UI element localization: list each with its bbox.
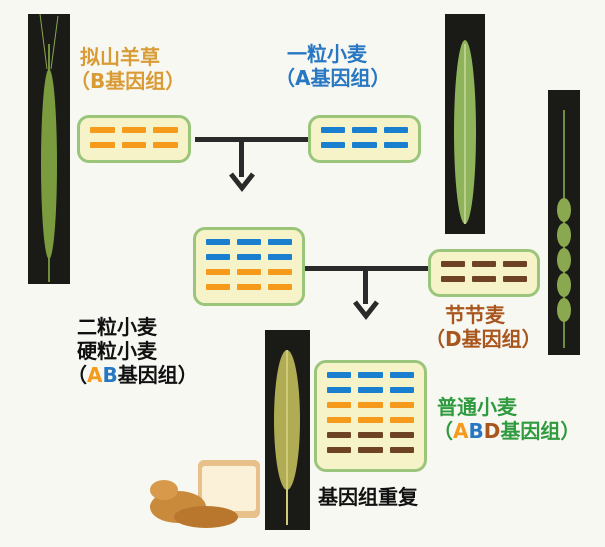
genome-b-letter: B: [468, 419, 484, 443]
wheat-ear-icon: [39, 13, 59, 282]
genome-box-ab: [193, 227, 305, 306]
chromosome-bar-b: [237, 284, 261, 290]
chromosome-bar-d: [327, 447, 352, 453]
chromosome-bar-b: [121, 142, 147, 148]
chromosome-bar-a: [237, 254, 261, 260]
chromosome-bar-a: [358, 372, 383, 378]
photo-abd-wheat: [265, 330, 310, 530]
caption-genome-duplication: 基因组重复: [318, 485, 418, 509]
chromosome-bar-b: [268, 284, 292, 290]
label-a-species: 一粒小麦 （A基因组）: [275, 42, 390, 90]
chromosome-bar-d: [503, 261, 527, 267]
chromosome-bar-a: [206, 254, 230, 260]
chromosome-bar-b: [153, 127, 178, 133]
chromosome-bar-d: [472, 261, 496, 267]
genome-label: （A基因组）: [275, 66, 391, 90]
chromosome-bar-a: [383, 127, 408, 133]
chromosome-bar-a: [358, 387, 383, 393]
species-name: 普通小麦: [437, 395, 517, 419]
chromosome-bar-a: [389, 372, 414, 378]
chromosome-bar-a: [327, 372, 352, 378]
wheat-ear-icon: [557, 110, 571, 348]
species-name: 节节麦: [445, 303, 505, 327]
label-abd-species: 普通小麦 （ABD基因组）: [433, 395, 580, 443]
bread-icon: [150, 460, 260, 528]
chromosome-bar-b: [121, 127, 147, 133]
genome-label: （ABD基因组）: [433, 419, 580, 443]
chromosome-bar-b: [90, 127, 115, 133]
chromosome-bar-a: [321, 127, 346, 133]
chromosome-bar-a: [321, 142, 346, 148]
chromosome-bar-d: [389, 447, 414, 453]
chromosome-bar-b: [358, 402, 383, 408]
stem-top: [239, 139, 244, 177]
chromosome-bar-d: [472, 276, 496, 282]
chromosome-bar-b: [358, 417, 383, 423]
chromosome-bar-b: [327, 402, 352, 408]
genome-b-letter: B: [102, 363, 118, 387]
label-b-species: 拟山羊草 （B基因组）: [70, 45, 185, 93]
genome-d-letter: D: [483, 419, 501, 443]
chromosome-bar-b: [237, 269, 261, 275]
cross-line-top: [195, 137, 308, 142]
chromosome-bar-b: [327, 417, 352, 423]
chromosome-bar-d: [503, 276, 527, 282]
chromosome-bar-d: [441, 276, 465, 282]
chromosome-bar-a: [268, 239, 292, 245]
chromosome-bar-b: [206, 284, 230, 290]
label-ab-species: 二粒小麦 硬粒小麦 （AB基因组）: [67, 315, 198, 387]
chromosome-bar-b: [389, 402, 414, 408]
paren: （: [67, 363, 87, 387]
chromosome-bar-a: [389, 387, 414, 393]
genome-label: （AB基因组）: [67, 363, 198, 387]
label-d-species: 节节麦 （D基因组）: [425, 303, 542, 351]
species-name: 拟山羊草: [80, 45, 160, 69]
genome-box-a: [308, 115, 421, 163]
genome-label: （D基因组）: [425, 327, 542, 351]
arrow-down-icon: [229, 172, 255, 193]
genome-rest: 基因组）: [500, 419, 581, 443]
chromosome-bar-d: [358, 432, 383, 438]
genome-a-letter: A: [453, 419, 469, 443]
species-name-1: 二粒小麦: [77, 315, 157, 339]
chromosome-bar-b: [90, 142, 115, 148]
photo-a-wheat: [445, 14, 485, 234]
chromosome-bar-b: [268, 269, 292, 275]
chromosome-bar-a: [206, 239, 230, 245]
genome-box-b: [77, 115, 191, 163]
chromosome-bar-a: [268, 254, 292, 260]
chromosome-bar-d: [441, 261, 465, 267]
wheat-ear-icon: [274, 350, 300, 525]
species-name-2: 硬粒小麦: [77, 339, 157, 363]
chromosome-bar-b: [389, 417, 414, 423]
genome-label: （B基因组）: [70, 69, 186, 93]
chromosome-bar-a: [237, 239, 261, 245]
chromosome-bar-a: [327, 387, 352, 393]
stem-bottom: [363, 268, 368, 304]
photo-d-wheat: [548, 90, 580, 355]
chromosome-bar-b: [206, 269, 230, 275]
chromosome-bar-b: [153, 142, 178, 148]
photo-b-wheat: [28, 13, 70, 284]
chromosome-bar-d: [327, 432, 352, 438]
species-name: 一粒小麦: [287, 42, 367, 66]
chromosome-bar-d: [389, 432, 414, 438]
genome-box-d: [428, 249, 540, 297]
genome-rest: 基因组）: [117, 363, 198, 387]
chromosome-bar-a: [352, 142, 377, 148]
chromosome-bar-a: [383, 142, 408, 148]
wheat-ear-icon: [454, 40, 476, 224]
paren: （: [433, 419, 453, 443]
arrow-down-icon: [353, 300, 379, 321]
genome-a-letter: A: [87, 363, 103, 387]
chromosome-bar-d: [358, 447, 383, 453]
genome-box-abd: [314, 360, 427, 472]
chromosome-bar-a: [352, 127, 377, 133]
